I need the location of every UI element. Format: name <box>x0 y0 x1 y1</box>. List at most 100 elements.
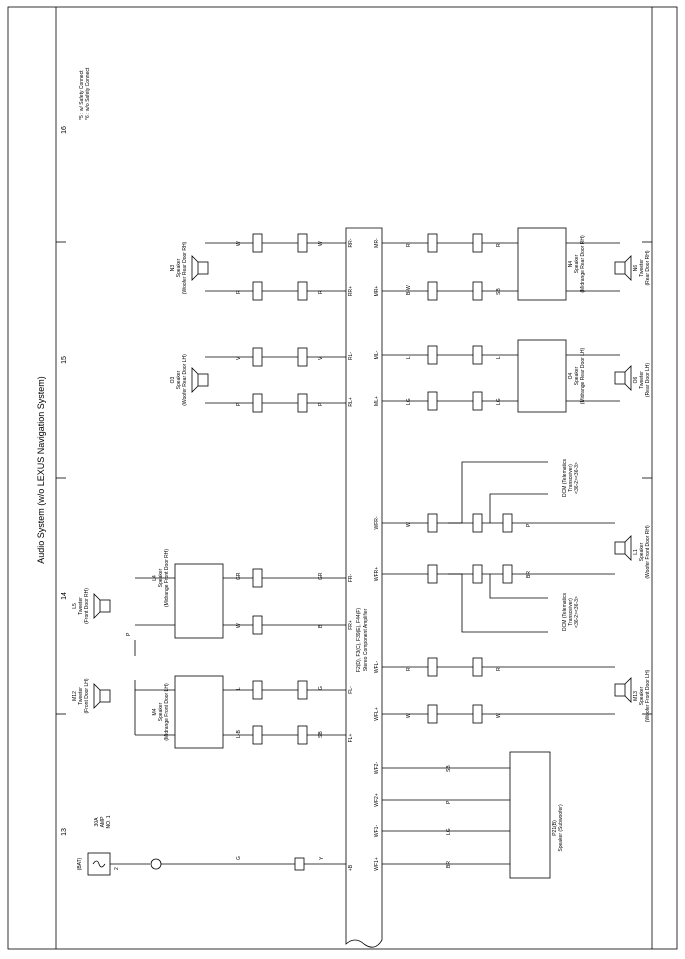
junction-connector-icon <box>150 858 162 870</box>
svg-text:WFL-: WFL- <box>374 661 380 674</box>
note-line-1: *5 : w/ Safety Connect <box>79 70 85 120</box>
svg-text:L: L <box>236 687 242 690</box>
svg-text:(Midrange Front Door RH): (Midrange Front Door RH) <box>164 549 170 607</box>
svg-text:P: P <box>318 402 324 406</box>
svg-text:(Front Door LH): (Front Door LH) <box>84 678 90 713</box>
svg-text:WFL+: WFL+ <box>374 707 380 721</box>
speaker-icon <box>614 677 632 703</box>
svg-text:R: R <box>406 243 412 247</box>
svg-text:BR: BR <box>446 861 452 868</box>
fuse-name-3: NO. 1 <box>106 815 112 828</box>
svg-text:W: W <box>406 522 412 527</box>
upper-wires <box>134 233 346 749</box>
svg-text:L5: L5 <box>72 603 78 609</box>
svg-text:G: G <box>318 686 324 690</box>
svg-text:DCM (Telematics: DCM (Telematics <box>562 592 568 631</box>
speaker-icon <box>191 367 209 393</box>
svg-text:(Rear Door RH): (Rear Door RH) <box>645 250 651 285</box>
lower-wire-colors: BR LG P SB W W R R BR P W LG LG L L B-W … <box>406 243 532 868</box>
svg-text:W: W <box>236 623 242 628</box>
amplifier-lower-pins: WF1+ WF1- WF2+ WF2- WFL+ WFL- WFR+ WFR- … <box>374 238 380 871</box>
svg-text:BR: BR <box>526 571 532 578</box>
note-line-2: *6 : w/o Safety Connect <box>85 67 91 120</box>
svg-text:L1: L1 <box>633 549 639 555</box>
svg-text:L4: L4 <box>152 575 158 581</box>
svg-text:DCM (Telematics: DCM (Telematics <box>562 458 568 497</box>
svg-text:(Rear Door LH): (Rear Door LH) <box>645 363 651 398</box>
svg-text:Speaker: Speaker <box>158 702 164 721</box>
svg-text:FL+: FL+ <box>348 734 354 743</box>
svg-text:L: L <box>406 356 412 359</box>
page-frame <box>7 6 678 950</box>
subwoofer-box <box>509 751 551 879</box>
svg-text:<36-2><36-3>: <36-2><36-3> <box>574 596 580 628</box>
fuse-name-1: 30A <box>94 817 100 827</box>
speaker-icons-lower <box>614 255 632 703</box>
svg-text:W: W <box>236 241 242 246</box>
page-title: Audio System (w/o LEXUS Navigation Syste… <box>36 376 46 564</box>
svg-text:WF2-: WF2- <box>374 762 380 775</box>
svg-text:GR: GR <box>236 572 242 580</box>
svg-text:W: W <box>496 713 502 718</box>
svg-text:(Midrange Front Door LH): (Midrange Front Door LH) <box>164 683 170 741</box>
svg-text:+B: +B <box>348 864 354 871</box>
amplifier-label-1: F2(D), F3(C), F39(E), F44(F) <box>356 608 362 673</box>
svg-text:SB: SB <box>318 731 324 738</box>
svg-text:R: R <box>496 667 502 671</box>
svg-text:P: P <box>126 632 132 636</box>
svg-text:Speaker (Subwoofer): Speaker (Subwoofer) <box>558 804 564 852</box>
amplifier-label-2: Stereo Component Amplifier <box>363 608 369 671</box>
fuse-amp-no1: (BAT) 30A AMP NO. 1 2 G Y <box>77 815 346 876</box>
svg-text:(Midrange Rear Door LH): (Midrange Rear Door LH) <box>580 347 586 404</box>
svg-text:L: L <box>496 356 502 359</box>
lower-component-labels: P21(B) Speaker (Subwoofer) M13 Speaker (… <box>552 235 651 852</box>
svg-text:Speaker: Speaker <box>574 366 580 385</box>
svg-text:V: V <box>318 356 324 360</box>
svg-text:V: V <box>236 356 242 360</box>
fuse-pin: 2 <box>114 867 120 870</box>
svg-text:LG: LG <box>496 398 502 405</box>
svg-text:Transceiver): Transceiver) <box>568 464 574 492</box>
svg-text:L-B: L-B <box>236 730 242 738</box>
svg-text:R: R <box>406 667 412 671</box>
svg-text:R: R <box>318 290 324 294</box>
speaker-icon <box>614 535 632 561</box>
lower-wires <box>382 227 620 879</box>
svg-text:WF2+: WF2+ <box>374 793 380 807</box>
svg-text:Speaker: Speaker <box>158 568 164 587</box>
svg-text:N4: N4 <box>568 261 574 268</box>
svg-text:R: R <box>236 290 242 294</box>
svg-text:(Woofer Rear Door LH): (Woofer Rear Door LH) <box>182 354 188 406</box>
svg-text:LG: LG <box>446 828 452 835</box>
svg-text:B-W: B-W <box>406 285 412 295</box>
dcm-references: DCM (Telematics Transceiver) <36-2><36-3… <box>562 458 580 631</box>
speaker-icon <box>93 683 111 709</box>
stereo-component-amplifier: F2(D), F3(C), F39(E), F44(F) Stereo Comp… <box>345 227 383 948</box>
svg-text:W: W <box>406 713 412 718</box>
svg-text:FR+: FR+ <box>348 620 354 630</box>
svg-text:Y: Y <box>319 856 325 860</box>
svg-text:P: P <box>236 402 242 406</box>
midrange-rear-rh-box <box>517 227 567 301</box>
svg-text:FL-: FL- <box>348 686 354 694</box>
speaker-icon <box>614 255 632 281</box>
svg-text:(Woofer Front Door RH): (Woofer Front Door RH) <box>645 525 651 579</box>
svg-text:P: P <box>446 800 452 804</box>
svg-text:FR-: FR- <box>348 574 354 583</box>
svg-text:Speaker: Speaker <box>639 542 645 561</box>
grid-number-15: 15 <box>61 356 68 364</box>
svg-text:(Front Door RH): (Front Door RH) <box>84 588 90 624</box>
svg-text:ML+: ML+ <box>374 396 380 406</box>
fuse-name-2: AMP <box>100 816 106 828</box>
svg-text:Transceiver): Transceiver) <box>568 598 574 626</box>
svg-text:M12: M12 <box>72 691 78 701</box>
svg-text:R: R <box>496 243 502 247</box>
svg-text:P21(B): P21(B) <box>552 820 558 836</box>
grid-number-14: 14 <box>61 592 68 600</box>
svg-text:N3: N3 <box>170 265 176 272</box>
svg-text:Speaker: Speaker <box>176 370 182 389</box>
speaker-icon <box>93 593 111 619</box>
svg-text:RR+: RR+ <box>348 286 354 296</box>
svg-text:WF1-: WF1- <box>374 825 380 838</box>
